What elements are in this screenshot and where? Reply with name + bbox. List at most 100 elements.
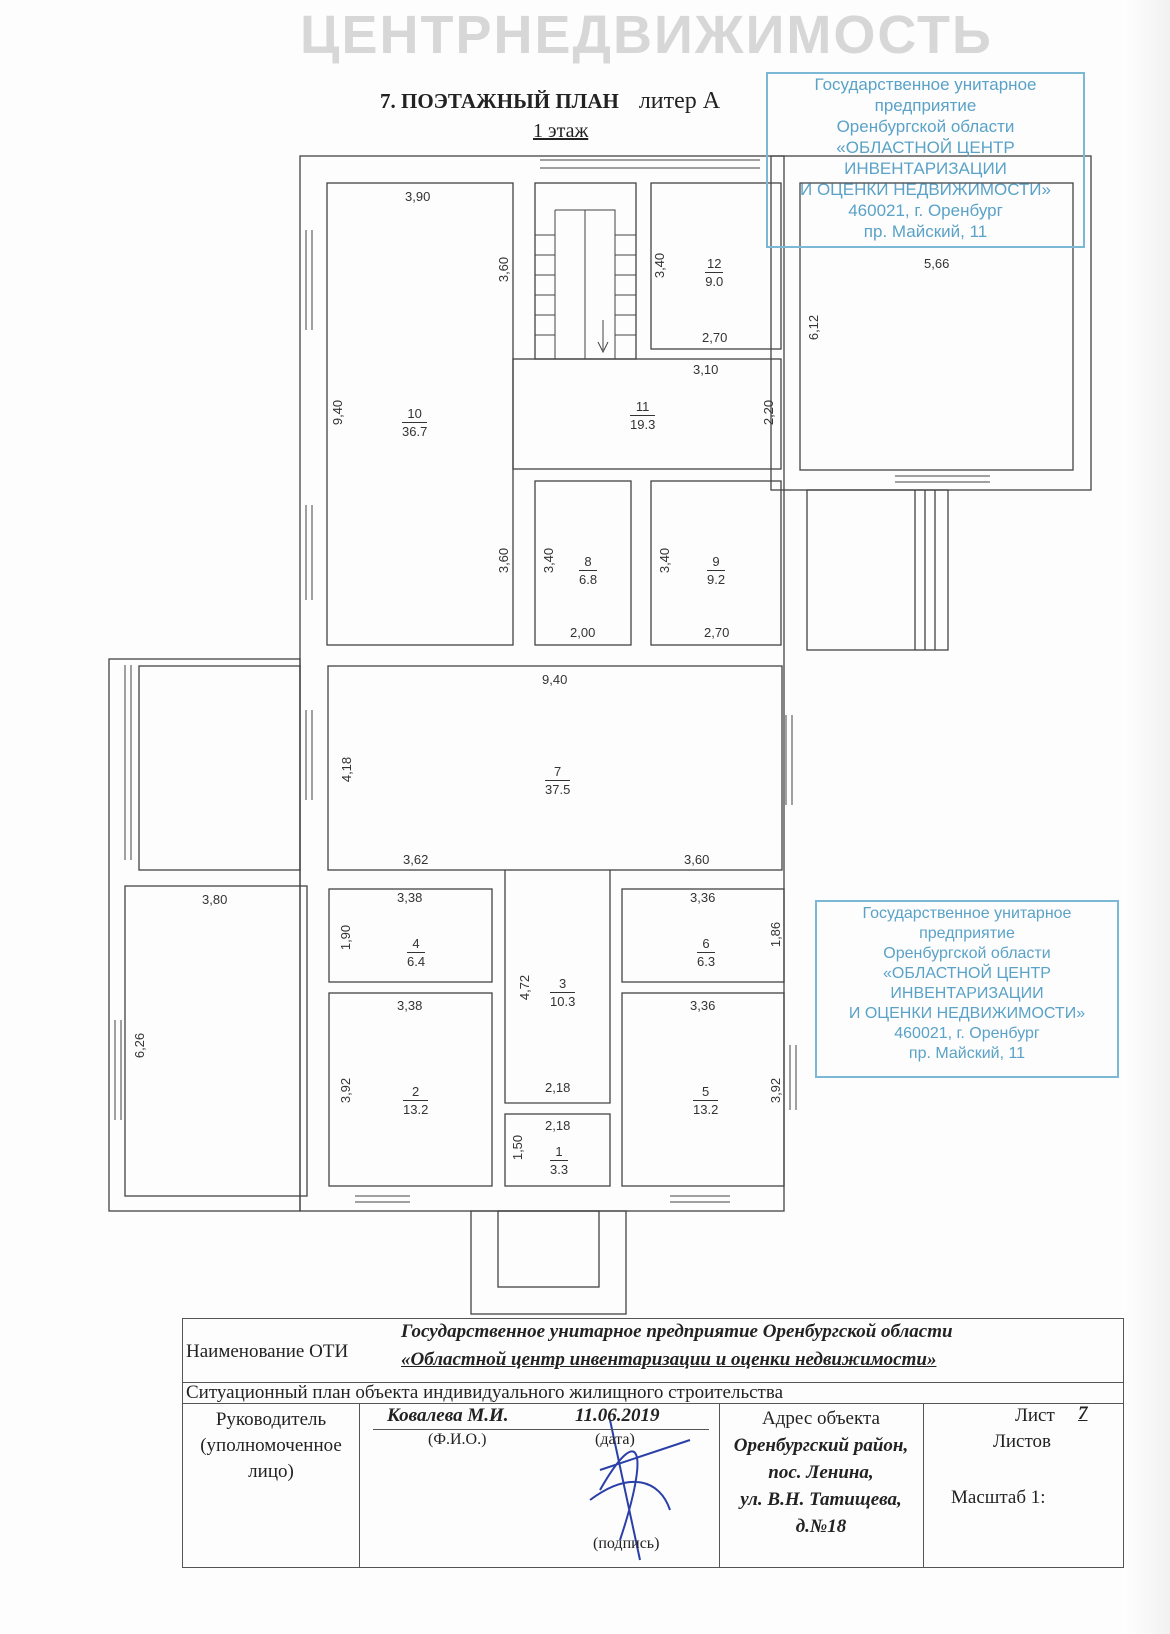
room-1-outline: [504, 1113, 611, 1187]
room-number: 8: [579, 553, 598, 571]
room-area: 9.2: [707, 572, 726, 587]
room-9-outline: [650, 480, 782, 646]
room-area: 6.3: [697, 954, 716, 969]
dim-label: 3,40: [657, 547, 673, 574]
dim-label: 3,60: [496, 547, 512, 574]
dim-label: 3,92: [338, 1077, 354, 1104]
dim-label: 3,38: [397, 998, 423, 1013]
stamp-line: Государственное унитарное: [862, 905, 1072, 922]
room-number: 5: [693, 1083, 719, 1101]
room-2-outline: [328, 992, 493, 1187]
plan-title: 7. ПОЭТАЖНЫЙ ПЛАН литер А: [380, 88, 720, 115]
dim-label: 9,40: [330, 399, 346, 426]
liter-text: литер А: [638, 88, 721, 114]
dim-label: 3,92: [768, 1077, 784, 1104]
oti-label: Наименование ОТИ: [186, 1341, 349, 1362]
head-label-line: Руководитель: [215, 1409, 327, 1430]
head-date: 11.06.2019: [575, 1405, 660, 1426]
dim-label: 2,00: [570, 625, 596, 640]
dim-label: 3,62: [403, 852, 429, 867]
room-number: 3: [550, 975, 576, 993]
room-area: 36.7: [402, 424, 428, 439]
dim-label: 3,60: [684, 852, 710, 867]
left-annex-upper: [138, 665, 301, 871]
room-area: 13.2: [403, 1102, 429, 1117]
signature: [589, 1419, 691, 1561]
stamp-line: И ОЦЕНКИ НЕДВИЖИМОСТИ»: [800, 180, 1051, 199]
title-text: 7. ПОЭТАЖНЫЙ ПЛАН: [380, 89, 619, 113]
room-area: 9.0: [705, 274, 724, 289]
room-8-outline: [534, 480, 632, 646]
scan-edge: [1122, 0, 1170, 1634]
room-11-outline: [512, 358, 782, 470]
room-area: 19.3: [630, 417, 656, 432]
left-annex-room: [124, 885, 308, 1197]
address-line: пос. Ленина,: [768, 1462, 874, 1483]
porch-steps: [914, 490, 936, 650]
dim-label: 3,40: [541, 547, 557, 574]
title-block: Наименование ОТИ Государственное унитарн…: [182, 1318, 1124, 1568]
dim-label: 2,70: [704, 625, 730, 640]
room-number: 4: [407, 935, 426, 953]
plan-type: Ситуационный план объекта индивидуальног…: [186, 1382, 784, 1403]
room-number: 1: [550, 1143, 569, 1161]
stamp-line: 460021, г. Оренбург: [848, 201, 1003, 220]
stamp-line: ИНВЕНТАРИЗАЦИИ: [844, 159, 1007, 178]
stamp-line: пр. Майский, 11: [908, 1045, 1026, 1062]
dim-label: 4,72: [517, 974, 533, 1001]
stamp-line: ИНВЕНТАРИЗАЦИИ: [890, 985, 1044, 1002]
official-stamp-bottom: Государственное унитарное предприятие Ор…: [815, 900, 1119, 1078]
room-number: 11: [630, 398, 656, 416]
room-5-outline: [621, 992, 785, 1187]
dim-label: 2,20: [761, 399, 777, 426]
oti-name-line1: Государственное унитарное предприятие Ор…: [401, 1321, 953, 1342]
dim-label: 3,38: [397, 890, 423, 905]
dim-label: 3,80: [202, 892, 228, 907]
dim-label: 2,18: [545, 1080, 571, 1095]
address-block: Адрес объекта Оренбургский район, пос. Л…: [719, 1405, 923, 1540]
dim-label: 3,36: [690, 998, 716, 1013]
oti-name-line2: «Областной центр инвентаризации и оценки…: [401, 1349, 937, 1370]
room-area: 37.5: [545, 782, 571, 797]
stamp-line: 460021, г. Оренбург: [894, 1025, 1040, 1042]
dim-label: 1,86: [768, 921, 784, 948]
room-6-outline: [621, 888, 785, 983]
address-line: Оренбургский район,: [733, 1435, 909, 1456]
sheet-label: Лист: [1015, 1405, 1055, 1426]
dim-label: 9,40: [542, 672, 568, 687]
watermark: ЦЕНТРНЕДВИЖИМОСТЬ: [300, 5, 993, 65]
entrance-porch-inner: [497, 1210, 600, 1288]
scale-label: Масштаб 1:: [951, 1487, 1046, 1508]
address-line: д.№18: [795, 1516, 847, 1537]
entrance-porch: [470, 1210, 627, 1315]
room-number: 10: [402, 405, 428, 423]
head-name: Ковалева М.И.: [387, 1405, 509, 1426]
fio-caption: (Ф.И.О.): [428, 1431, 487, 1448]
room-area: 6.8: [579, 572, 598, 587]
dim-label: 2,70: [702, 330, 728, 345]
room-number: 12: [705, 256, 724, 273]
stamp-line: предприятие: [919, 925, 1015, 942]
dim-label: 3,40: [652, 252, 668, 279]
room-area: 6.4: [407, 954, 426, 969]
dim-label: 3,90: [405, 189, 431, 204]
room-number: 9: [707, 553, 726, 571]
room-area: 13.2: [693, 1102, 719, 1117]
room-number: 2: [403, 1083, 429, 1101]
head-label: Руководитель (уполномоченное лицо): [183, 1407, 359, 1485]
dim-label: 1,50: [510, 1134, 526, 1161]
stamp-line: Оренбургской области: [836, 117, 1015, 136]
stamp-line: Государственное унитарное: [814, 75, 1037, 94]
dim-label: 6,26: [132, 1032, 148, 1059]
